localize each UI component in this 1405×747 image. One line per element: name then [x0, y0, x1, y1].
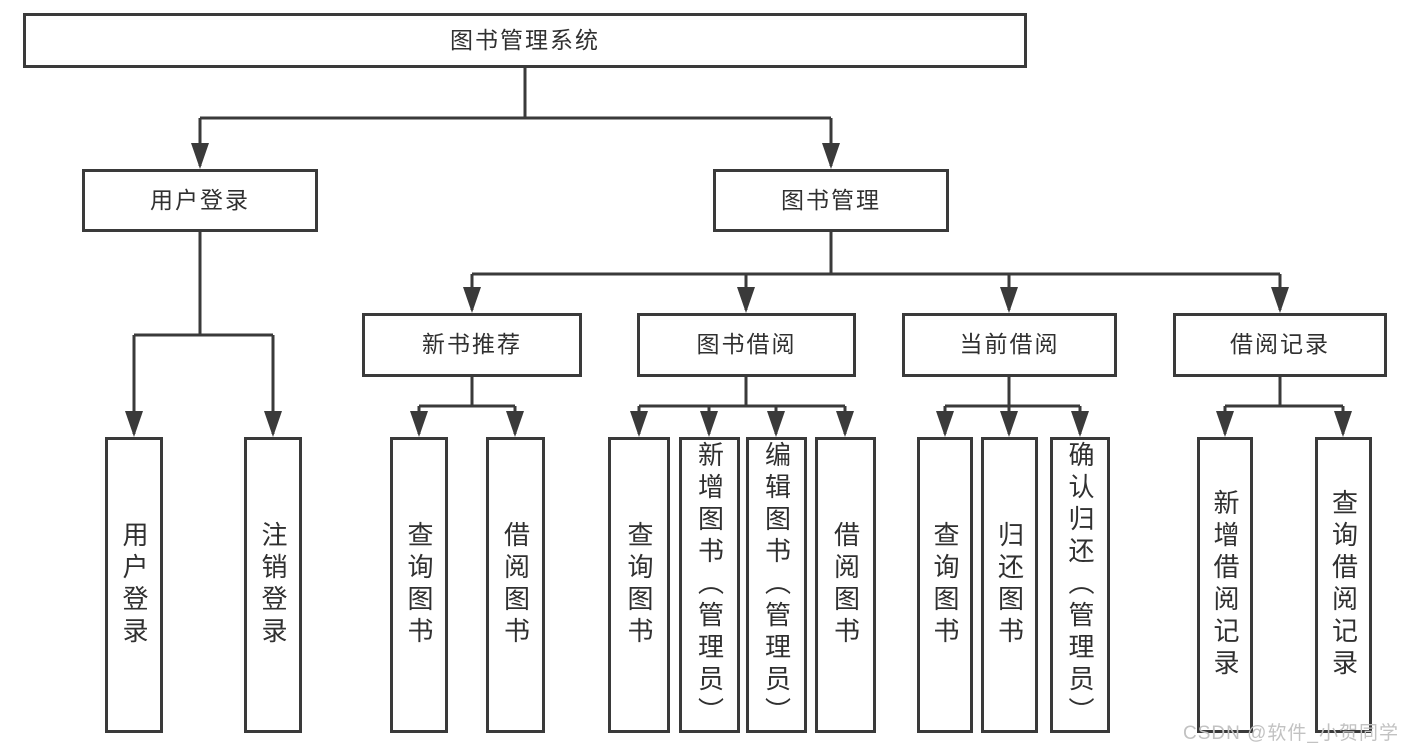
csdn-watermark: CSDN @软件_小贺同学 — [1183, 723, 1399, 744]
leaf-current-return-books: 归还图书 — [981, 437, 1038, 733]
node-current-borrowing: 当前借阅 — [902, 313, 1117, 377]
arrowhead-current-borrowing — [1000, 287, 1018, 313]
leaf-newbook-borrow-books: 借阅图书 — [486, 437, 545, 733]
arrowhead-current-return — [1000, 411, 1018, 437]
leaf-borrow-borrow-books-label: 借阅图书 — [830, 521, 861, 649]
arrowhead-leaf-logout — [264, 411, 282, 437]
arrowhead-borrow-add — [700, 411, 718, 437]
arrowhead-borrow-borrow — [836, 411, 854, 437]
arrowhead-borrowing-records — [1271, 287, 1289, 313]
leaf-borrow-edit-books-admin-label: 编辑图书（管理员） — [761, 441, 792, 729]
leaf-records-add-record: 新增借阅记录 — [1197, 437, 1253, 733]
node-book-management-label: 图书管理 — [781, 186, 881, 213]
arrowhead-records-add — [1216, 411, 1234, 437]
node-book-borrowing: 图书借阅 — [637, 313, 856, 377]
edge-management-to-level3 — [470, 232, 1282, 310]
leaf-user-login-label: 用户登录 — [119, 521, 149, 649]
edge-borrow-to-leaves — [637, 377, 847, 434]
leaf-borrow-add-books-admin-label: 新增图书（管理员） — [694, 441, 725, 729]
arrowhead-current-query — [936, 411, 954, 437]
leaf-borrow-query-books-label: 查询图书 — [624, 521, 654, 649]
leaf-borrow-borrow-books: 借阅图书 — [815, 437, 876, 733]
leaf-newbook-query-books-label: 查询图书 — [404, 521, 434, 649]
node-borrowing-records: 借阅记录 — [1173, 313, 1387, 377]
node-root-label: 图书管理系统 — [450, 26, 600, 53]
node-current-borrowing-label: 当前借阅 — [959, 331, 1060, 358]
leaf-records-add-record-label: 新增借阅记录 — [1210, 489, 1240, 681]
node-book-borrowing-label: 图书借阅 — [696, 331, 797, 358]
arrowhead-book-management — [822, 143, 840, 169]
node-new-book-recommendation: 新书推荐 — [362, 313, 582, 377]
leaf-current-confirm-return-admin-label: 确认归还（管理员） — [1065, 441, 1095, 729]
leaf-newbook-query-books: 查询图书 — [390, 437, 448, 733]
arrowhead-user-login — [191, 143, 209, 169]
node-book-management: 图书管理 — [713, 169, 949, 232]
arrowhead-new-book — [463, 287, 481, 313]
leaf-borrow-edit-books-admin: 编辑图书（管理员） — [746, 437, 807, 733]
arrowhead-newbook-borrow — [506, 411, 524, 437]
leaf-user-login: 用户登录 — [105, 437, 163, 733]
node-user-login: 用户登录 — [82, 169, 318, 232]
node-borrowing-records-label: 借阅记录 — [1230, 331, 1330, 358]
leaf-records-query-record: 查询借阅记录 — [1315, 437, 1372, 733]
edge-records-to-leaves — [1223, 377, 1345, 434]
edge-login-to-leaves — [132, 232, 275, 434]
leaf-logout-label: 注销登录 — [258, 521, 288, 649]
arrowhead-book-borrowing — [737, 287, 755, 313]
leaf-current-query-books-label: 查询图书 — [930, 521, 960, 649]
leaf-borrow-add-books-admin: 新增图书（管理员） — [679, 437, 740, 733]
edge-newbook-to-leaves — [417, 377, 517, 434]
leaf-borrow-query-books: 查询图书 — [608, 437, 670, 733]
arrowhead-newbook-query — [410, 411, 428, 437]
arrowhead-current-confirm — [1071, 411, 1089, 437]
arrowhead-leaf-user-login — [125, 411, 143, 437]
leaf-records-query-record-label: 查询借阅记录 — [1328, 489, 1359, 681]
node-root: 图书管理系统 — [23, 13, 1027, 68]
leaf-logout: 注销登录 — [244, 437, 302, 733]
edge-root-to-level2 — [198, 68, 833, 166]
node-new-book-recommendation-label: 新书推荐 — [422, 331, 522, 358]
leaf-current-confirm-return-admin: 确认归还（管理员） — [1050, 437, 1110, 733]
arrowhead-records-query — [1334, 411, 1352, 437]
arrowhead-borrow-edit — [767, 411, 785, 437]
leaf-current-return-books-label: 归还图书 — [994, 521, 1025, 649]
leaf-current-query-books: 查询图书 — [917, 437, 973, 733]
leaf-newbook-borrow-books-label: 借阅图书 — [500, 521, 531, 649]
node-user-login-label: 用户登录 — [150, 186, 250, 213]
arrowhead-borrow-query — [630, 411, 648, 437]
